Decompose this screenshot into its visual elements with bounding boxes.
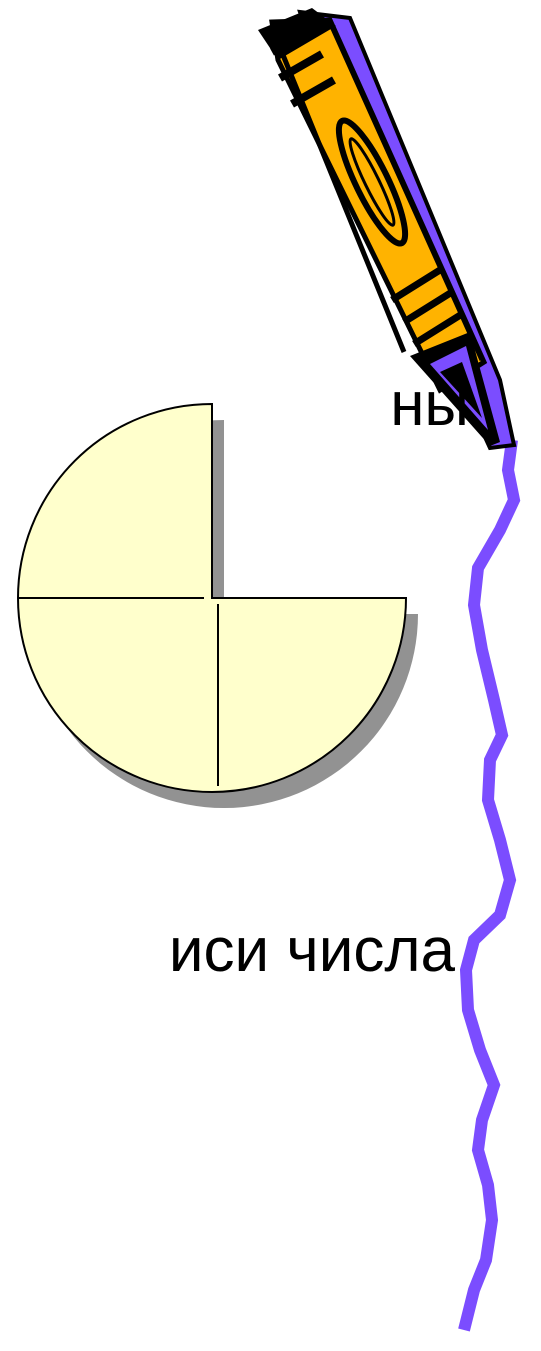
partial-text-line-2: иси числа <box>169 920 455 982</box>
wavy-line-icon <box>464 440 514 1330</box>
pencil-icon <box>258 8 514 448</box>
three-quarter-pie-icon <box>18 404 418 808</box>
partial-text-line-1: ны <box>390 374 469 436</box>
